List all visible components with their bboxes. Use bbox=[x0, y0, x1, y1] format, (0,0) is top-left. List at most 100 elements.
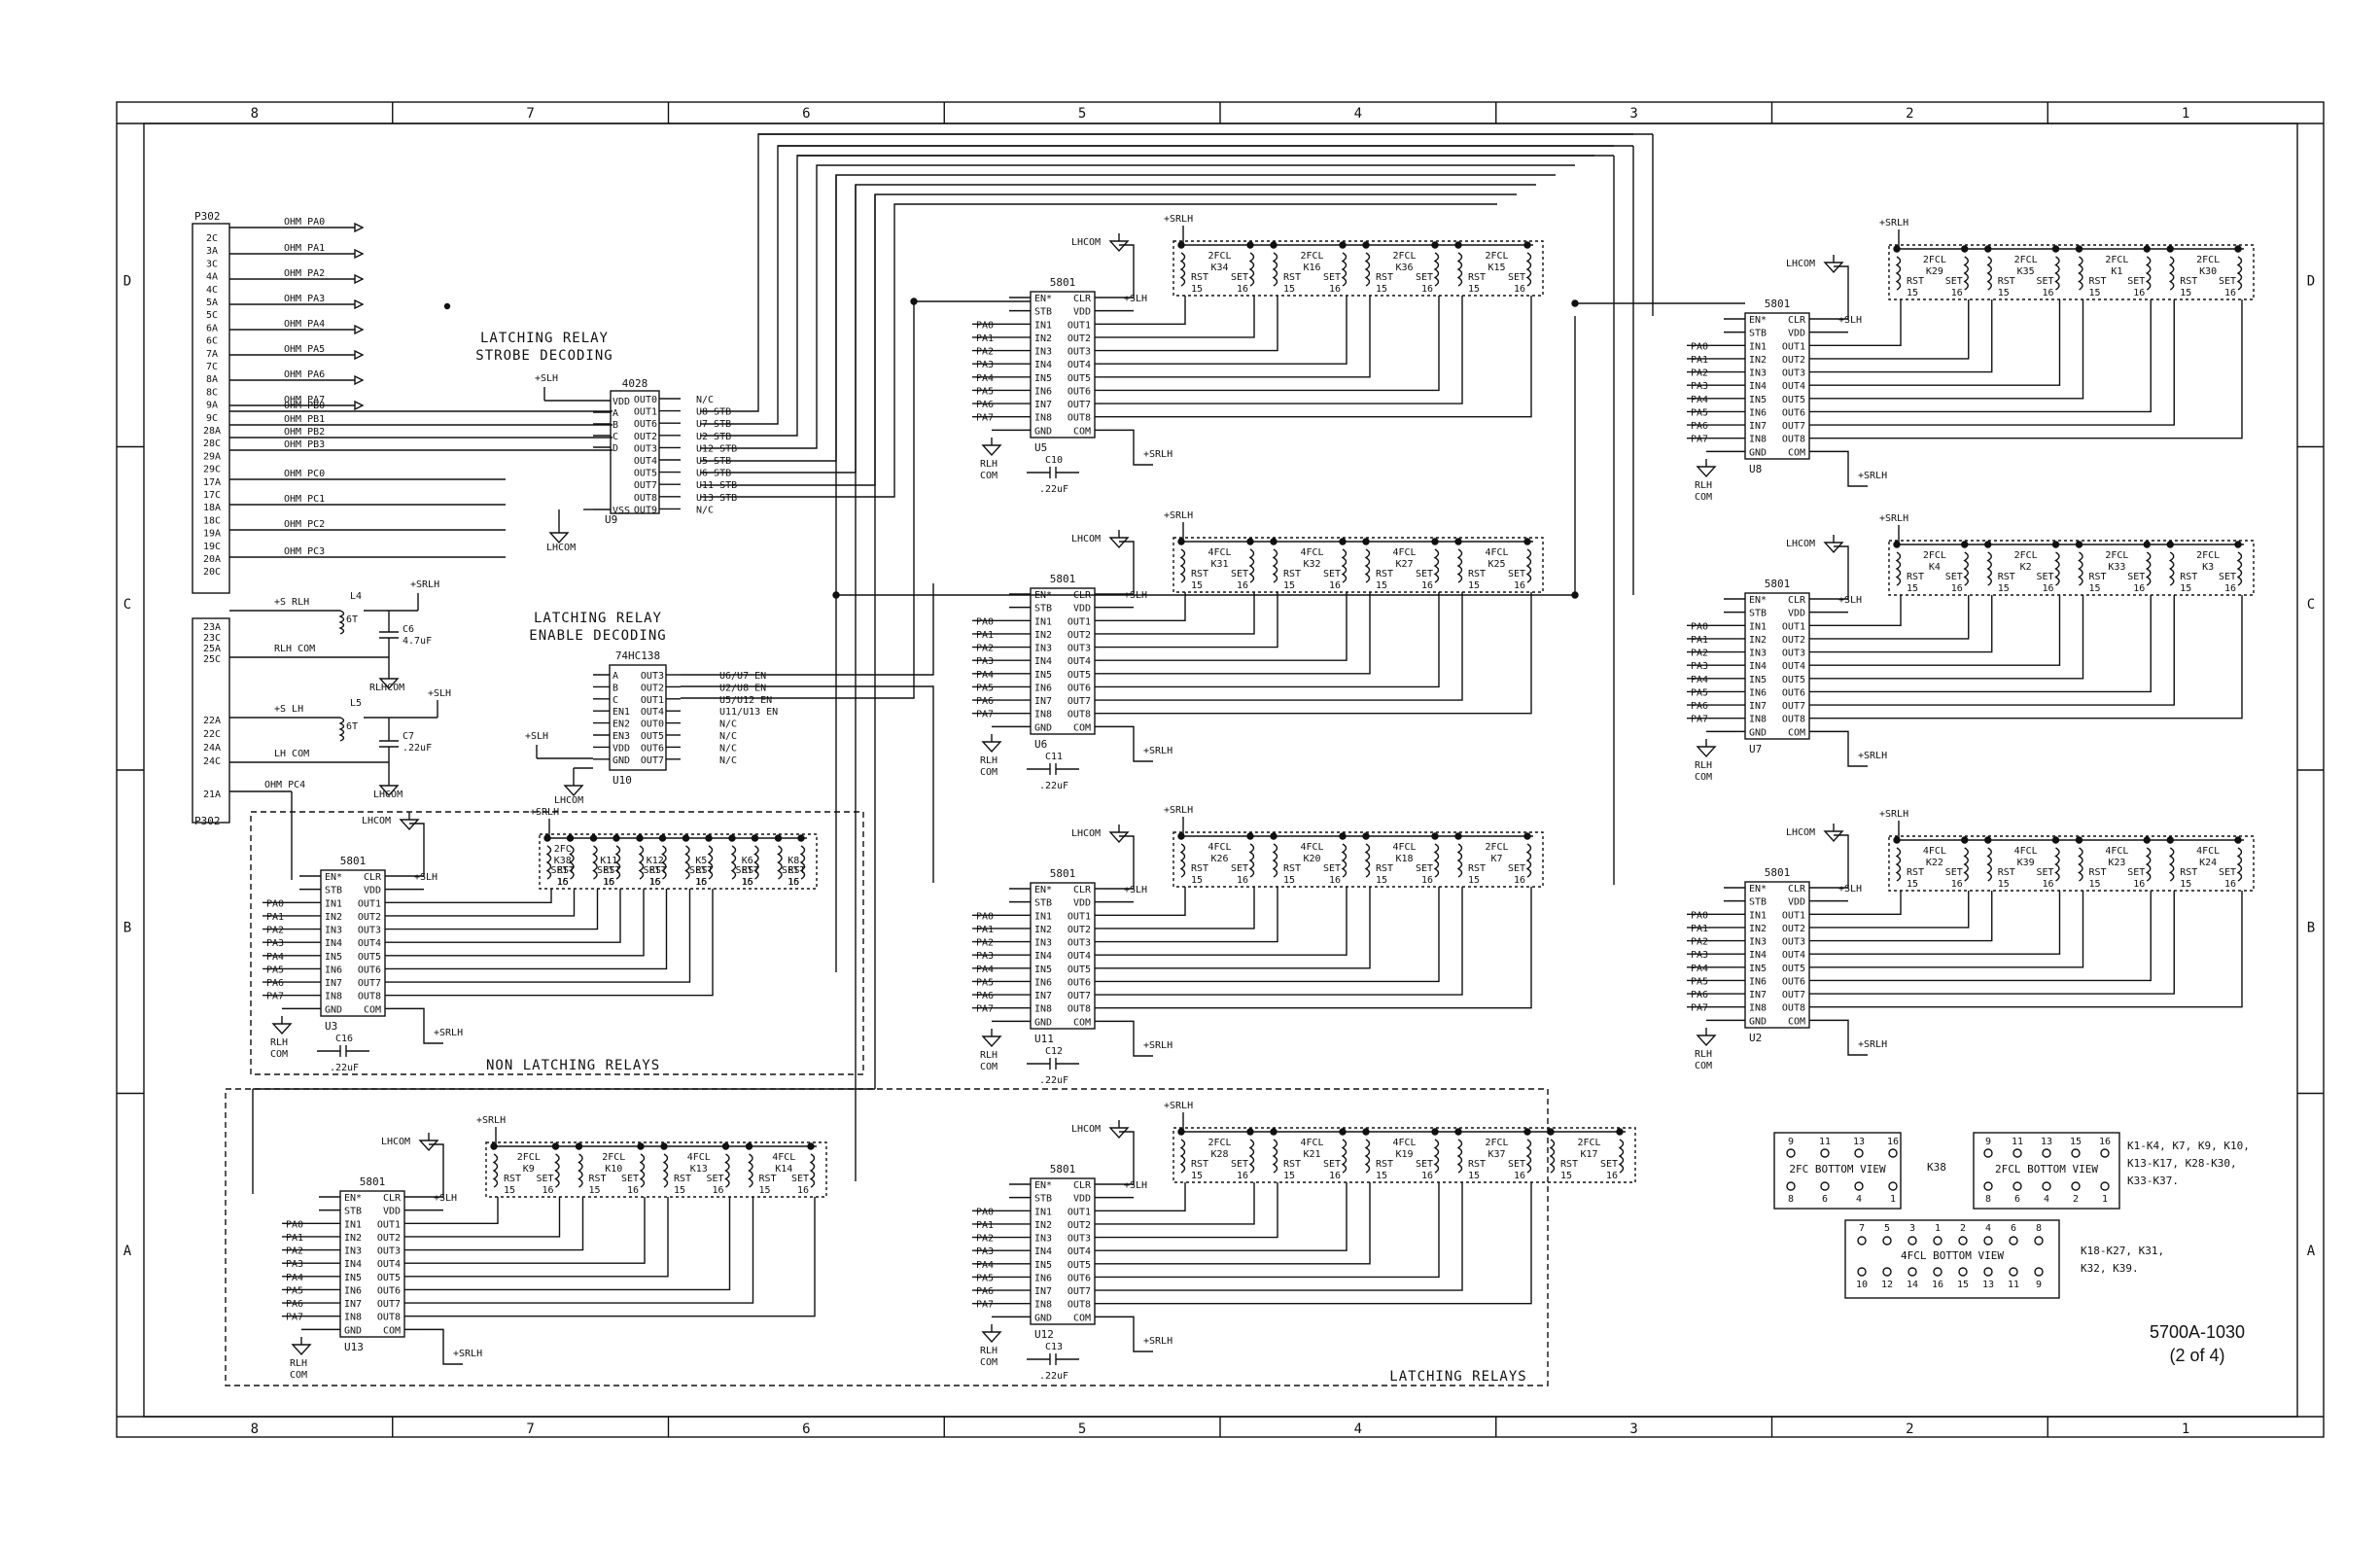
relay-pin: SET bbox=[1231, 272, 1248, 283]
net-label: +SLH bbox=[434, 1193, 457, 1204]
relay-pin: RST bbox=[696, 865, 714, 876]
driver-pin: CLR bbox=[1073, 1180, 1092, 1191]
ground-label: COM bbox=[270, 1049, 288, 1060]
pin-number: 16 bbox=[1887, 1137, 1899, 1147]
driver-ref: U13 bbox=[344, 1341, 364, 1353]
junction-dot bbox=[1523, 1128, 1531, 1136]
driver-pin: GND bbox=[325, 1004, 342, 1015]
driver-ic-u11 bbox=[1030, 882, 1096, 1030]
junction-dot bbox=[1454, 832, 1462, 840]
driver-input: PA4 bbox=[266, 952, 284, 963]
junction-dot bbox=[1339, 832, 1347, 840]
relay-type: 4FCL bbox=[772, 1152, 795, 1163]
net-label: +SRLH bbox=[476, 1115, 506, 1126]
legend-refs: K1-K4, K7, K9, K10, bbox=[2127, 1140, 2250, 1152]
connector-pin: 29A bbox=[203, 451, 221, 462]
ground-label: RLH bbox=[980, 755, 998, 766]
net-label: +SRLH bbox=[1164, 1101, 1193, 1111]
pin-number: 9 bbox=[1985, 1137, 1991, 1147]
driver-pin: OUT3 bbox=[377, 1246, 401, 1257]
relay-pin: SET bbox=[1416, 1159, 1433, 1170]
driver-pin: OUT1 bbox=[1068, 911, 1091, 922]
junction-dot bbox=[1961, 836, 1969, 844]
pin-hole bbox=[2100, 1181, 2110, 1191]
relay-ref: K9 bbox=[523, 1164, 535, 1175]
driver-pin: OUT8 bbox=[1068, 1300, 1091, 1311]
driver-pin: OUT8 bbox=[358, 992, 381, 1002]
signal-label: OHM PA0 bbox=[284, 217, 325, 228]
junction-dot bbox=[1616, 1128, 1624, 1136]
driver-input: PA5 bbox=[1691, 407, 1708, 418]
relay-ref: K10 bbox=[605, 1164, 622, 1175]
signal-label: OHM PB1 bbox=[284, 414, 325, 425]
driver-pin: IN4 bbox=[1749, 661, 1767, 672]
junction-dot bbox=[660, 1142, 668, 1150]
relay-drive-wire bbox=[406, 889, 691, 983]
connector-pin: 17A bbox=[203, 477, 221, 488]
ground-symbol bbox=[399, 819, 420, 831]
driver-pin: OUT8 bbox=[377, 1313, 401, 1323]
relay-pin: SET bbox=[1945, 276, 1963, 287]
relay-pin: RST bbox=[1907, 867, 1924, 878]
relay-ref: K12 bbox=[647, 856, 664, 866]
sheet-number: (2 of 4) bbox=[2169, 1346, 2224, 1365]
driver-input: PA4 bbox=[976, 965, 994, 975]
relay-drive-wire bbox=[406, 889, 645, 957]
pin-hole bbox=[1983, 1148, 1993, 1158]
driver-pin: OUT5 bbox=[358, 952, 381, 963]
relay-pin: SET bbox=[2036, 867, 2053, 878]
relay-drive-wire bbox=[406, 889, 714, 997]
relay-pin: RST bbox=[1283, 272, 1301, 283]
relay-drive-wire bbox=[1831, 299, 2152, 413]
zone-label-top: 7 bbox=[526, 106, 534, 122]
enable-title: ENABLE DECODING bbox=[529, 628, 666, 644]
relay-pin: SET bbox=[735, 865, 752, 876]
ic-net: N/C bbox=[696, 395, 714, 405]
junction-dot bbox=[1893, 245, 1901, 253]
zone-label-top: 8 bbox=[251, 106, 259, 122]
driver-pin: IN1 bbox=[1749, 910, 1767, 921]
pin-hole bbox=[1854, 1181, 1864, 1191]
relay-pin: 15 bbox=[1191, 875, 1203, 886]
ground-label: LHCOM bbox=[1071, 534, 1101, 544]
driver-pin: OUT6 bbox=[1068, 386, 1091, 397]
junction-dot bbox=[2166, 245, 2174, 253]
junction-dot bbox=[636, 834, 644, 842]
driver-input: PA1 bbox=[976, 630, 994, 641]
junction-dot bbox=[751, 834, 759, 842]
relay-pin: 15 bbox=[1907, 583, 1918, 594]
ground-label: COM bbox=[980, 1062, 998, 1072]
driver-part: 5801 bbox=[1050, 573, 1076, 585]
relay-pin: SET bbox=[1508, 863, 1525, 874]
relay-pin: RST bbox=[1376, 569, 1393, 579]
relay-set-coil bbox=[1525, 1139, 1532, 1174]
relay-type: 2FCL bbox=[1485, 842, 1508, 853]
driver-pin: OUT3 bbox=[1782, 368, 1805, 379]
ground-symbol bbox=[981, 1035, 1002, 1048]
pin-number: 7 bbox=[1859, 1223, 1865, 1234]
relay-rst-coil bbox=[1179, 843, 1186, 878]
driver-input: PA4 bbox=[286, 1273, 303, 1283]
junction-dot bbox=[2166, 836, 2174, 844]
relay-ref: K27 bbox=[1395, 559, 1413, 570]
relay-drive-wire bbox=[1116, 592, 1463, 701]
ground-label: LHCOM bbox=[1071, 828, 1101, 839]
junction-dot bbox=[2143, 541, 2151, 548]
driver-input: PA0 bbox=[286, 1219, 303, 1230]
driver-pin: OUT7 bbox=[1782, 701, 1805, 712]
driver-pin: VDD bbox=[1073, 307, 1091, 318]
ground-symbol bbox=[981, 1331, 1002, 1344]
wire bbox=[1116, 1316, 1153, 1352]
cap-ref: C11 bbox=[1045, 752, 1063, 762]
pin-hole bbox=[2071, 1148, 2081, 1158]
pin-hole bbox=[1786, 1181, 1796, 1191]
ic-pin: B bbox=[612, 683, 618, 693]
driver-input: PA0 bbox=[266, 898, 284, 909]
junction-dot bbox=[797, 834, 805, 842]
relay-rst-coil bbox=[1179, 1139, 1186, 1174]
relay-pin: 15 bbox=[1998, 879, 2010, 890]
zone-label-right: B bbox=[2307, 920, 2315, 935]
driver-input: PA7 bbox=[1691, 715, 1708, 725]
relay-pin: 15 bbox=[2180, 583, 2191, 594]
